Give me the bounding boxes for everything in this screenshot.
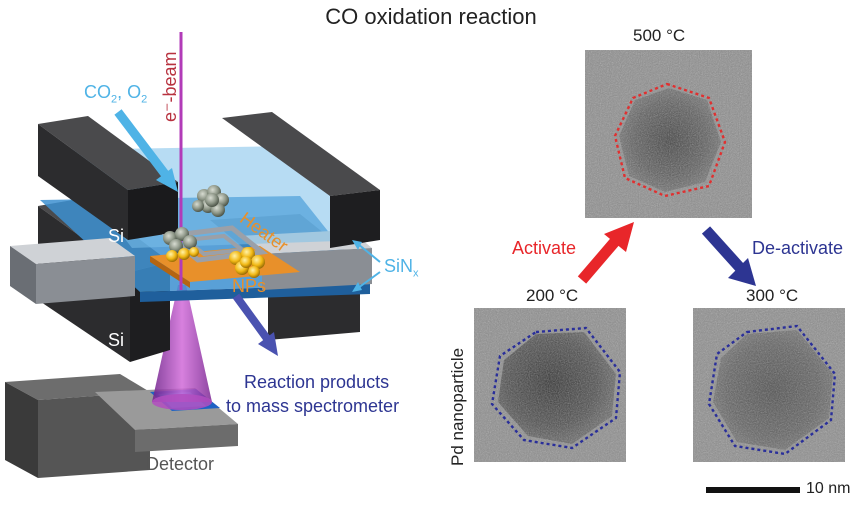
gas-inflow-label: CO2, O2 bbox=[84, 82, 148, 106]
temp-label-300: 300 °C bbox=[746, 286, 799, 305]
micrograph-200c bbox=[474, 308, 626, 462]
particle-outline-blue-200 bbox=[490, 326, 622, 450]
deactivate-arrow bbox=[701, 226, 756, 286]
particle-outline-blue-300 bbox=[707, 324, 837, 456]
sinx-pointer-arrows bbox=[352, 240, 381, 292]
reactor-schematic bbox=[5, 32, 381, 478]
products-label-line1: Reaction products bbox=[244, 372, 390, 392]
products-label-line2: to mass spectrometer bbox=[226, 396, 400, 416]
nanoparticle-mixed bbox=[163, 227, 199, 262]
temp-label-500: 500 °C bbox=[633, 26, 686, 45]
sinx-label: SiNx bbox=[384, 256, 419, 280]
pd-nanoparticle-label: Pd nanoparticle bbox=[448, 347, 467, 466]
ebeam-label: e⁻-beam bbox=[160, 51, 180, 122]
activate-label: Activate bbox=[512, 238, 577, 258]
nanoparticle-gold bbox=[229, 247, 265, 278]
scale-bar-label: 10 nm bbox=[806, 480, 851, 497]
micrograph-500c bbox=[585, 50, 752, 218]
figure-title: CO oxidation reaction bbox=[325, 4, 537, 29]
nps-label: NPs bbox=[232, 276, 267, 296]
si-label-bottom: Si bbox=[108, 330, 125, 350]
nanoparticle-gray bbox=[192, 185, 229, 217]
activate-arrow bbox=[577, 222, 634, 284]
micrograph-300c bbox=[693, 308, 845, 462]
products-arrow bbox=[232, 293, 278, 356]
detector-label: Detector bbox=[146, 454, 215, 474]
beam-cone bbox=[152, 285, 212, 402]
deactivate-label: De-activate bbox=[752, 238, 844, 258]
si-label-top: Si bbox=[108, 226, 125, 246]
temp-label-200: 200 °C bbox=[526, 286, 579, 305]
gas-inflow-arrow bbox=[114, 109, 172, 181]
si-block-top bbox=[38, 112, 380, 248]
